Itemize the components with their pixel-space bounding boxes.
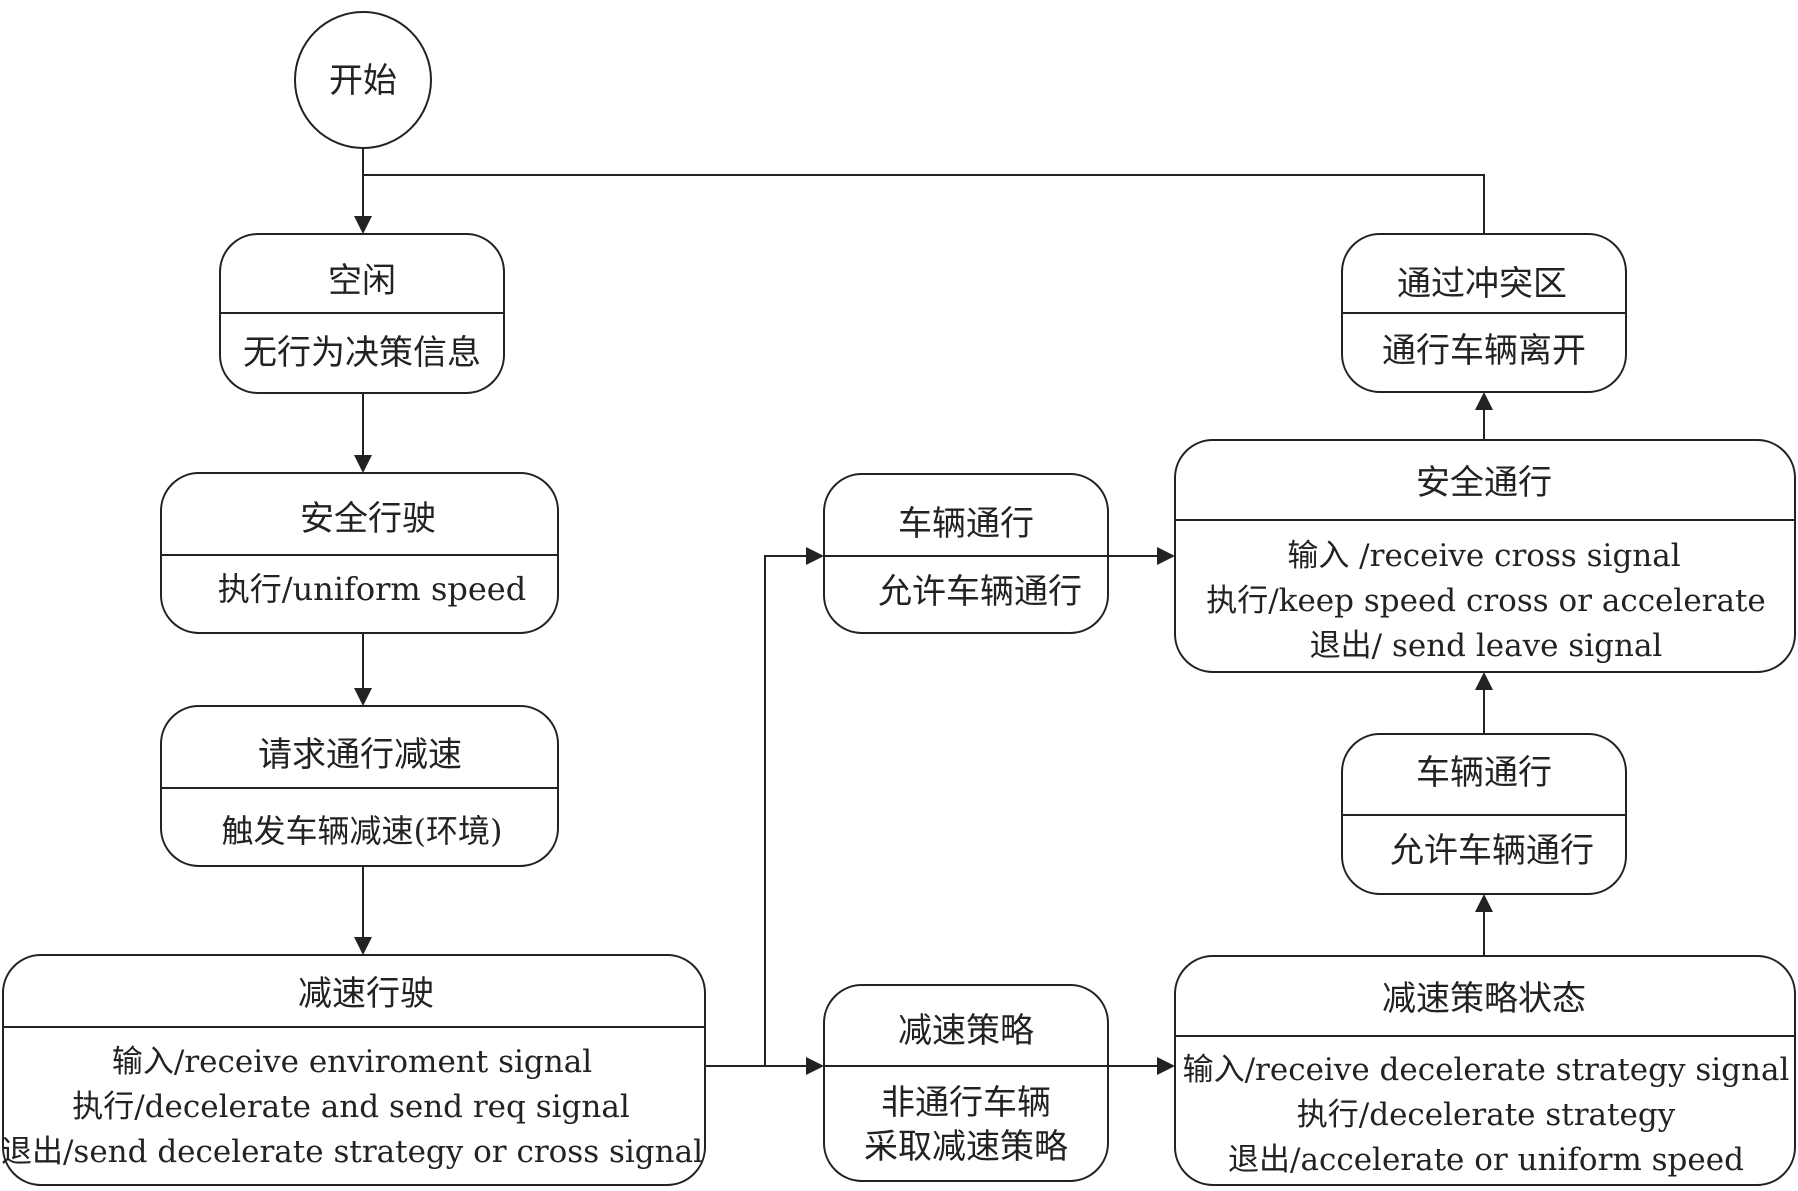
- state-decel-driving-line-1: 输入/receive enviroment signal: [112, 1044, 592, 1080]
- arrowhead-into-safe-pass: [1157, 547, 1175, 565]
- state-decel-strategy-title: 减速策略: [898, 1011, 1034, 1051]
- state-decel-driving: 减速行驶 输入/receive enviroment signal 执行/dec…: [1, 954, 706, 1186]
- connector-cross-conflict-to-idle: [363, 174, 1485, 234]
- state-safe-pass-line-3: 退出/ send leave signal: [1310, 628, 1663, 664]
- state-vehicle-pass-top: 车辆通行 允许车辆通行: [823, 473, 1109, 634]
- state-decel-strategy-state-title: 减速策略状态: [1382, 979, 1586, 1019]
- state-vehicle-pass-right-title: 车辆通行: [1416, 753, 1552, 793]
- state-safe-pass: 安全通行 输入 /receive cross signal 执行/keep sp…: [1174, 439, 1796, 673]
- state-request-slowdown-box: [160, 705, 559, 867]
- state-decel-strategy-state-box: [1174, 955, 1796, 1186]
- arrowhead-into-safe-pass-bottom: [1475, 672, 1493, 690]
- state-decel-strategy-line-1: 非通行车辆: [881, 1083, 1051, 1123]
- arrowhead-into-decel-strategy-state: [1157, 1057, 1175, 1075]
- arrowhead-into-cross-conflict: [1475, 392, 1493, 410]
- arrowhead-into-decel-strategy: [806, 1057, 824, 1075]
- arrowhead-into-decel-driving: [354, 937, 372, 955]
- state-request-slowdown-line-1: 触发车辆减速(环境): [222, 812, 503, 850]
- state-cross-conflict: 通过冲突区 通行车辆离开: [1341, 233, 1627, 393]
- state-decel-strategy-state: 减速策略状态 输入/receive decelerate strategy si…: [1174, 955, 1796, 1186]
- state-decel-strategy: 减速策略 非通行车辆 采取减速策略: [823, 984, 1109, 1182]
- arrowhead-into-safe-driving: [354, 455, 372, 473]
- state-safe-pass-line-1: 输入 /receive cross signal: [1287, 538, 1680, 574]
- start-node: 开始: [294, 11, 432, 149]
- state-safe-driving-line-1: 执行/uniform speed: [218, 570, 526, 608]
- state-vehicle-pass-top-line-1: 允许车辆通行: [878, 572, 1082, 612]
- state-request-slowdown: 请求通行减速 触发车辆减速(环境): [160, 705, 559, 867]
- state-decel-driving-title: 减速行驶: [298, 974, 434, 1014]
- state-idle-line-1: 无行为决策信息: [243, 333, 481, 373]
- start-label: 开始: [329, 61, 397, 101]
- connector-branch-up: [764, 555, 806, 1066]
- state-idle: 空闲 无行为决策信息: [219, 233, 505, 394]
- state-request-slowdown-title: 请求通行减速: [258, 735, 462, 775]
- state-vehicle-pass-top-box: [823, 473, 1109, 634]
- state-decel-driving-line-2: 执行/decelerate and send req signal: [72, 1089, 630, 1125]
- state-vehicle-pass-right: 车辆通行 允许车辆通行: [1341, 733, 1627, 895]
- state-safe-pass-box: [1174, 439, 1796, 673]
- state-decel-strategy-line-2: 采取减速策略: [864, 1127, 1068, 1167]
- arrowhead-into-request: [354, 688, 372, 706]
- state-vehicle-pass-top-title: 车辆通行: [898, 504, 1034, 544]
- state-vehicle-pass-right-line-1: 允许车辆通行: [1390, 831, 1594, 871]
- state-safe-driving: 安全行驶 执行/uniform speed: [160, 472, 559, 634]
- state-decel-strategy-state-line-2: 执行/decelerate strategy: [1297, 1097, 1676, 1133]
- state-safe-driving-box: [160, 472, 559, 634]
- state-safe-pass-title: 安全通行: [1416, 463, 1552, 503]
- arrowhead-into-vehicle-pass-top: [806, 547, 824, 565]
- state-safe-pass-line-2: 执行/keep speed cross or accelerate: [1206, 583, 1766, 619]
- state-decel-strategy-state-line-3: 退出/accelerate or uniform speed: [1228, 1142, 1744, 1178]
- arrowhead-into-vehicle-pass-right: [1475, 894, 1493, 912]
- state-cross-conflict-line-1: 通行车辆离开: [1382, 331, 1586, 371]
- state-cross-conflict-title: 通过冲突区: [1397, 264, 1567, 304]
- state-decel-strategy-box: [823, 984, 1109, 1182]
- state-decel-driving-line-3: 退出/send decelerate strategy or cross sig…: [1, 1134, 703, 1170]
- state-decel-strategy-state-line-1: 输入/receive decelerate strategy signal: [1183, 1052, 1790, 1088]
- start-circle: [294, 11, 432, 149]
- connectors: [354, 148, 1493, 1075]
- arrowhead-into-idle: [354, 216, 372, 234]
- state-decel-driving-box: [2, 954, 706, 1186]
- state-safe-driving-title: 安全行驶: [300, 499, 436, 539]
- state-idle-title: 空闲: [328, 261, 396, 301]
